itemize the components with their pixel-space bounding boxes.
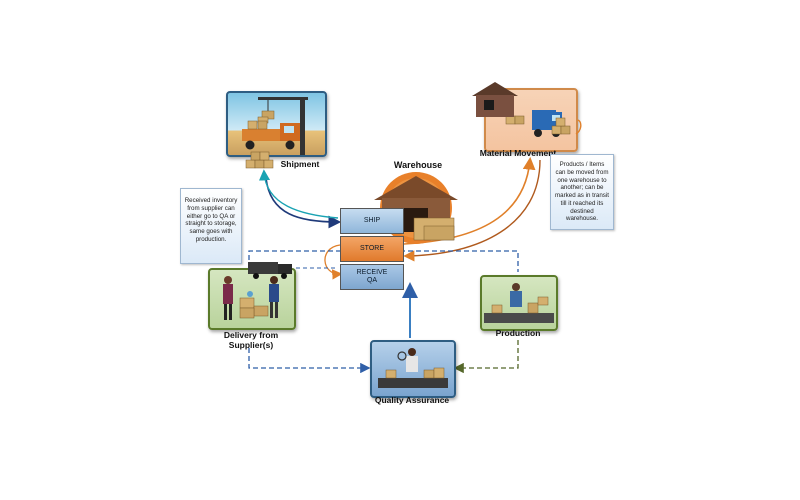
- warehouse-stack: SHIP STORE RECEIVE QA: [340, 208, 404, 292]
- delivery-label: Delivery from Supplier(s): [223, 330, 279, 350]
- quality-assurance-panel: [370, 340, 456, 398]
- conveyor-icon: [484, 283, 554, 323]
- arrow-store-to-movement: [403, 156, 536, 245]
- receive-label: RECEIVE: [356, 269, 388, 277]
- production-label: Production: [495, 328, 541, 338]
- truck-icon: [242, 120, 300, 150]
- inspector-icon: [378, 348, 448, 388]
- shipment-label: Shipment: [280, 159, 320, 169]
- dash-top: [248, 250, 519, 272]
- arrow-shipment-to-ship: [265, 177, 342, 229]
- worker-icon: [223, 276, 279, 320]
- boxes-icon: [245, 151, 274, 169]
- dash-production-to-qa: [453, 340, 519, 374]
- house-icon: [472, 82, 518, 117]
- dash-delivery-to-qa: [248, 348, 371, 374]
- arrow-ship-to-shipment: [258, 169, 339, 219]
- arrow-store-loop: [324, 244, 343, 280]
- material-movement-label: Material Movement: [479, 148, 557, 158]
- quality-assurance-label: Quality Assurance: [374, 395, 450, 405]
- shipment-panel: [226, 91, 327, 157]
- warehouse-label: Warehouse: [393, 160, 443, 170]
- receive-qa-button[interactable]: RECEIVE QA: [340, 264, 404, 290]
- qa-label: QA: [366, 277, 378, 284]
- boxes-icon: [551, 117, 582, 135]
- house-icon: [374, 172, 458, 244]
- arrow-movement-to-store: [403, 159, 541, 262]
- ship-button[interactable]: SHIP: [340, 208, 404, 234]
- store-button[interactable]: STORE: [340, 236, 404, 262]
- truck-icon: [248, 262, 292, 279]
- crane-icon: [257, 97, 308, 155]
- production-panel: [480, 275, 558, 331]
- delivery-panel: [208, 268, 296, 330]
